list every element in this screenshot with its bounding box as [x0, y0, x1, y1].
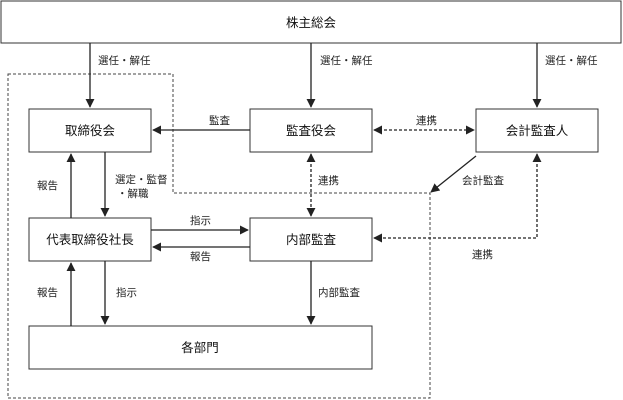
edge-label-report-president: 報告 [190, 250, 211, 263]
edge-label-instruct-internal: 指示 [190, 214, 211, 227]
internal-audit-label: 内部監査 [286, 232, 337, 247]
edge-label-supervise-1: 選定・監督 [115, 173, 168, 186]
edge-label-coop-bottom: 連携 [472, 248, 493, 261]
departments-label: 各部門 [181, 340, 219, 355]
edge-label-accounting-audit: 会計監査 [462, 174, 504, 187]
edge-label-elect-board: 選任・解任 [98, 54, 151, 67]
board-box: 取締役会 [28, 108, 152, 153]
auditors-box: 監査役会 [249, 108, 373, 153]
edge-label-coop-middle: 連携 [318, 174, 339, 187]
edge-label-supervise-2: ・解職 [117, 187, 149, 200]
edge-label-instruct-departments: 指示 [116, 286, 137, 299]
edge-label-internal-audit: 内部監査 [318, 286, 360, 299]
internal-audit-box: 内部監査 [249, 217, 373, 262]
departments-box: 各部門 [28, 325, 373, 370]
edge-label-report-departments: 報告 [37, 286, 58, 299]
accounting-auditor-box: 会計監査人 [475, 108, 599, 153]
arrow-coop-internal-accounting [373, 153, 542, 243]
board-label: 取締役会 [65, 123, 116, 138]
edge-label-elect-accounting: 選任・解任 [545, 54, 598, 67]
shareholders-label: 株主総会 [286, 15, 337, 30]
shareholders-box: 株主総会 [0, 0, 622, 44]
edge-label-coop-top: 連携 [416, 114, 437, 127]
edge-label-audit: 監査 [209, 114, 230, 127]
accounting-auditor-label: 会計監査人 [506, 123, 569, 138]
president-label: 代表取締役社長 [46, 232, 134, 247]
edge-label-elect-auditors: 選任・解任 [320, 54, 373, 67]
president-box: 代表取締役社長 [28, 217, 152, 262]
auditors-label: 監査役会 [286, 123, 337, 138]
edge-label-report-board: 報告 [37, 179, 58, 192]
